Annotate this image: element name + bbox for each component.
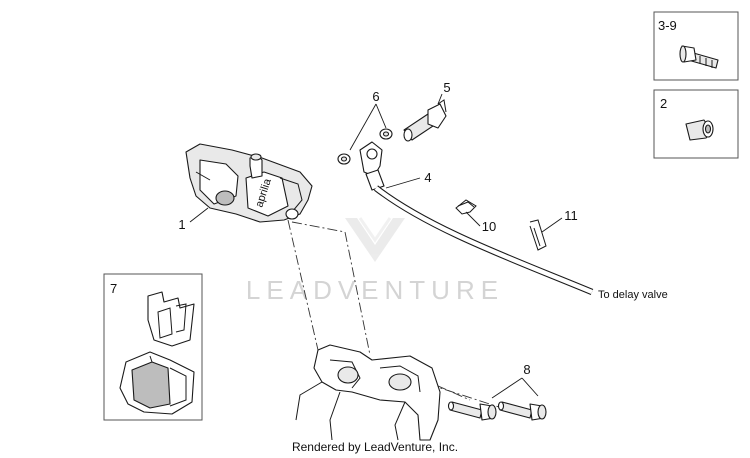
callout-8: 8	[523, 362, 530, 377]
copper-washers	[337, 128, 393, 165]
hose-destination-note: To delay valve	[598, 289, 668, 301]
leader-lines	[189, 93, 563, 399]
mounting-bracket	[295, 344, 441, 441]
callout-6: 6	[372, 89, 379, 104]
callout-4: 4	[424, 170, 431, 185]
brake-hose	[359, 141, 594, 296]
watermark: LEADVENTURE	[246, 217, 504, 305]
caliper-mounting-screws	[447, 401, 547, 421]
banjo-bolt	[403, 99, 447, 142]
inset-box-3-9: 3-9	[653, 11, 739, 81]
render-credit: Rendered by LeadVenture, Inc.	[292, 440, 458, 454]
callout-7: 7	[110, 281, 117, 296]
hose-clip	[529, 219, 547, 251]
callout-10: 10	[482, 219, 496, 234]
callout-11: 11	[564, 208, 578, 223]
watermark-logo	[345, 217, 405, 262]
spring-clip	[455, 199, 477, 215]
watermark-text: LEADVENTURE	[246, 275, 504, 305]
callout-3-9: 3-9	[658, 18, 677, 33]
inset-box-7-brake-pads: 7	[103, 273, 203, 421]
callout-2: 2	[660, 96, 667, 111]
brake-caliper: aprilia	[185, 143, 313, 223]
callouts: 1 4 5 6 10 11 8	[178, 80, 577, 377]
inset-box-2: 2	[653, 89, 739, 159]
callout-5: 5	[443, 80, 450, 95]
callout-1: 1	[178, 217, 185, 232]
